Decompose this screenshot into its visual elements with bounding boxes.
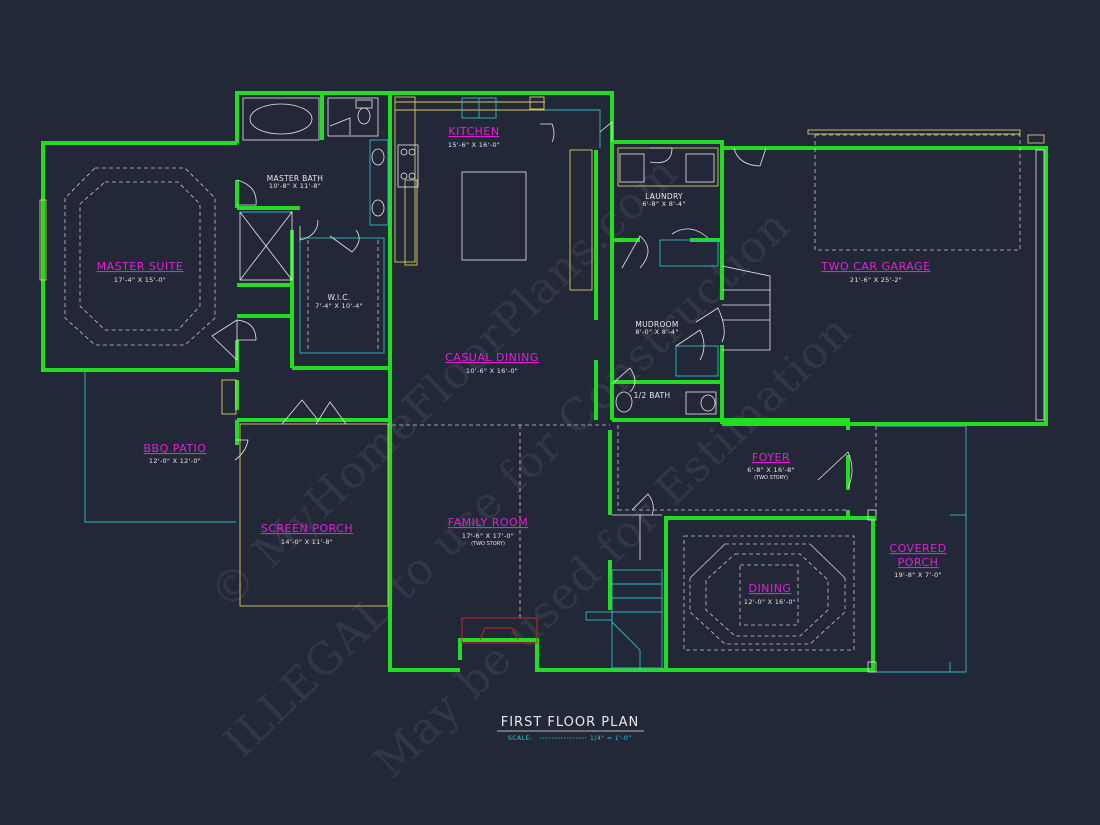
dims-screen-porch: 14'-0" X 11'-8" [281,538,333,546]
dining-tray-ceiling [683,535,855,651]
fireplace-icon [461,617,538,644]
tray-ceiling-inner [79,181,201,331]
dryer-icon [685,153,715,183]
label-master-bath: MASTER BATH [267,174,324,183]
dims-master-bath: 10'-8" X 11'-8" [269,182,321,190]
dims-family-room: 17'-6" X 17'-0" [462,532,514,540]
door-garage [733,147,767,167]
dims-casual-dining: 10'-6" X 16'-0" [466,367,518,375]
label-mudroom: MUDROOM [635,320,678,329]
dims-covered-porch: 19'-8" X 7'-0" [894,571,942,579]
room-labels: MASTER SUITE 17'-4" X 15'-0" MASTER BATH… [97,125,946,606]
staircase [611,569,663,669]
note-foyer: (TWO STORY) [754,475,788,481]
fixtures [39,96,1045,673]
note-family-room: (TWO STORY) [471,541,505,547]
label-bbq-patio: BBQ PATIO [144,442,207,455]
title-block: FIRST FLOOR PLAN SCALE: 1/4" = 1'-0" [497,715,644,742]
dims-bbq-patio: 12'-0" X 12'-0" [149,457,201,465]
toilet-icon [357,107,371,125]
label-dining: DINING [749,582,792,595]
label-laundry: LAUNDRY [645,192,683,201]
dims-laundry: 6'-8" X 8'-4" [642,200,685,208]
label-two-car-garage: TWO CAR GARAGE [820,260,930,273]
door-front-entry [817,451,853,489]
dims-wic: 7'-4" X 10'-4" [315,302,363,310]
label-master-suite: MASTER SUITE [97,260,184,273]
dims-mudroom: 8'-0" X 8'-4" [635,328,678,336]
label-half-bath: 1/2 BATH [634,391,671,400]
label-screen-porch: SCREEN PORCH [261,522,353,535]
tray-ceiling-outer [64,167,216,346]
cooktop-icon [397,144,419,188]
doors [211,117,853,516]
label-covered-porch-line-2: PORCH [898,556,939,569]
label-wic: W.I.C. [328,293,351,302]
garage-storage [814,134,1021,251]
kitchen-island [461,171,527,261]
label-family-room: FAMILY ROOM [448,516,528,529]
label-covered-porch-line-1: COVERED [889,542,946,555]
dims-two-car-garage: 21'-6" X 25'-2" [850,276,902,284]
door-master-suite [236,179,257,206]
label-casual-dining: CASUAL DINING [445,351,539,364]
bathtub-icon [249,103,313,135]
half-bath-toilet-icon [615,391,633,413]
washer-icon [619,153,645,183]
label-foyer: FOYER [752,451,790,464]
dims-master-suite: 17'-4" X 15'-0" [114,276,166,284]
dims-kitchen: 15'-6" X 16'-0" [448,141,500,149]
dims-dining: 12'-0" X 16'-0" [744,598,796,606]
pantry-cabinets [569,149,593,291]
screen-porch-screen [239,423,389,607]
dims-foyer: 6'-8" X 16'-8" [747,466,795,474]
label-kitchen: KITCHEN [448,125,499,138]
plan-title: FIRST FLOOR PLAN [501,715,640,730]
scale-label: SCALE: [508,735,532,742]
scale-value: 1/4" = 1'-0" [590,735,631,742]
